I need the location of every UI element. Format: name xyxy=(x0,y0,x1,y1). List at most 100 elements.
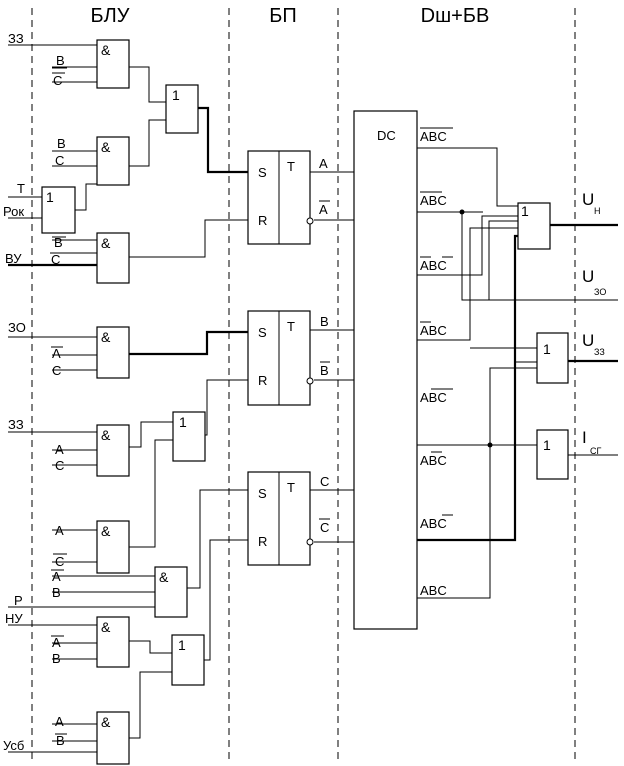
input-label-rok: Рок xyxy=(3,204,24,219)
and-gate-5 xyxy=(96,326,130,379)
input-label-a8: A xyxy=(52,635,61,650)
input-label-nu: НУ xyxy=(5,611,23,626)
trigger-a-t: T xyxy=(287,159,295,174)
section-title-blu: БЛУ xyxy=(91,5,130,27)
and-gate-1-symbol: & xyxy=(101,42,111,58)
output-label-uzz: U xyxy=(582,331,594,350)
input-label-t: T xyxy=(17,181,25,196)
and-gate-9-symbol: & xyxy=(101,619,111,635)
or-gate-3 xyxy=(171,634,205,686)
trigger-b-r: R xyxy=(258,373,267,388)
trigger-c-out-inv: C xyxy=(320,520,329,535)
output-labels: U Н U ЗО U ЗЗ I СГ xyxy=(582,190,606,456)
input-label-a9: A xyxy=(55,714,64,729)
section-dividers xyxy=(31,8,576,760)
or-gate-2-symbol: 1 xyxy=(179,414,187,430)
and-gate-4 xyxy=(96,232,130,284)
and-gate-2-symbol: & xyxy=(101,139,111,155)
and-gate-10 xyxy=(96,711,130,765)
output-label-isg: I xyxy=(582,428,587,447)
logic-gates: & & 1 & 1 & & 1 & & & 1 & xyxy=(41,39,206,765)
input-label-b9: B xyxy=(56,733,65,748)
input-label-a4: A xyxy=(52,346,61,361)
section-title-dsh: Dш+БВ xyxy=(421,5,490,27)
input-label-vu: ВУ xyxy=(5,251,22,266)
trigger-c-s: S xyxy=(258,486,267,501)
input-label-c2: C xyxy=(55,153,64,168)
input-label-zz2: ЗЗ xyxy=(8,417,24,432)
trigger-c-out: C xyxy=(320,474,329,489)
or-gate-un-symbol: 1 xyxy=(521,203,529,219)
and-gate-1 xyxy=(96,39,130,89)
or-gate-1-symbol: 1 xyxy=(172,87,180,103)
and-gate-4-symbol: & xyxy=(101,235,111,251)
decoder-title: DC xyxy=(377,128,396,143)
decoder-output-4: ABC xyxy=(420,390,447,405)
input-label-c6: C xyxy=(55,554,64,569)
decoder-output-6: ABC xyxy=(420,516,447,531)
input-label-usb: Усб xyxy=(3,738,24,753)
input-label-b1: B xyxy=(56,53,65,68)
output-label-isg-sub: СГ xyxy=(590,446,601,456)
input-label-c1: C xyxy=(53,73,62,88)
trigger-c-t: T xyxy=(287,480,295,495)
and-gate-9 xyxy=(96,616,130,668)
and-gate-6 xyxy=(96,424,130,477)
input-label-b3: B xyxy=(54,235,63,250)
triggers: S R T A A S R T B B S R T C C xyxy=(247,150,330,566)
output-label-uzz-sub: ЗЗ xyxy=(594,347,605,357)
input-label-c3: C xyxy=(51,252,60,267)
output-label-un: U xyxy=(582,190,594,209)
decoder-output-1: ABC xyxy=(420,193,447,208)
and-gate-8-symbol: & xyxy=(159,569,169,585)
or-gate-1 xyxy=(165,84,199,134)
trigger-a-r: R xyxy=(258,213,267,228)
or-gate-uzz-symbol: 1 xyxy=(543,341,551,357)
output-label-un-sub: Н xyxy=(594,206,601,216)
output-gates: 1 1 1 xyxy=(517,202,569,480)
input-label-c5: C xyxy=(55,458,64,473)
and-gate-10-symbol: & xyxy=(101,714,111,730)
or-gate-uzz xyxy=(536,332,569,384)
input-label-zz1: ЗЗ xyxy=(8,31,24,46)
or-gate-un xyxy=(517,202,551,250)
output-label-uzo-sub: ЗО xyxy=(594,287,606,297)
input-label-b2: B xyxy=(57,136,66,151)
input-labels: ЗЗ B C B C T Рок B C ВУ ЗО A C ЗЗ A C A … xyxy=(3,31,67,753)
or-gate-3-symbol: 1 xyxy=(178,637,186,653)
junction-dots xyxy=(459,209,493,448)
decoder: DC ABC ABC ABC ABC ABC ABC ABC ABC xyxy=(353,110,453,630)
input-label-b7: B xyxy=(52,585,61,600)
trigger-b-out-inv: B xyxy=(320,363,329,378)
and-gate-6-symbol: & xyxy=(101,427,111,443)
trigger-b-t: T xyxy=(287,319,295,334)
trigger-c-r: R xyxy=(258,534,267,549)
trigger-a-out: A xyxy=(319,156,328,171)
decoder-output-2: ABC xyxy=(420,258,447,273)
wires xyxy=(8,44,618,753)
and-gate-8 xyxy=(154,566,188,618)
decoder-output-5: ABC xyxy=(420,453,447,468)
and-gate-5-symbol: & xyxy=(101,329,111,345)
or-gate-isg-symbol: 1 xyxy=(543,437,551,453)
or-gate-2 xyxy=(172,411,206,462)
or-gate-tp xyxy=(41,186,76,234)
or-gate-isg xyxy=(536,429,569,480)
and-gate-7 xyxy=(96,520,130,574)
trigger-a-inverter xyxy=(306,217,314,225)
decoder-output-7: ABC xyxy=(420,583,447,598)
input-label-b8: B xyxy=(52,651,61,666)
trigger-b-out: B xyxy=(320,314,329,329)
trigger-a-s: S xyxy=(258,165,267,180)
section-title-bp: БП xyxy=(269,5,297,27)
or-gate-tp-symbol: 1 xyxy=(46,189,54,205)
decoder-output-0: ABC xyxy=(420,129,447,144)
trigger-c-inverter xyxy=(306,538,314,546)
input-label-a7: A xyxy=(52,569,61,584)
input-label-zo: ЗО xyxy=(8,320,26,335)
input-label-c4: C xyxy=(52,363,61,378)
and-gate-7-symbol: & xyxy=(101,523,111,539)
trigger-a-out-inv: A xyxy=(319,202,328,217)
trigger-b-s: S xyxy=(258,325,267,340)
